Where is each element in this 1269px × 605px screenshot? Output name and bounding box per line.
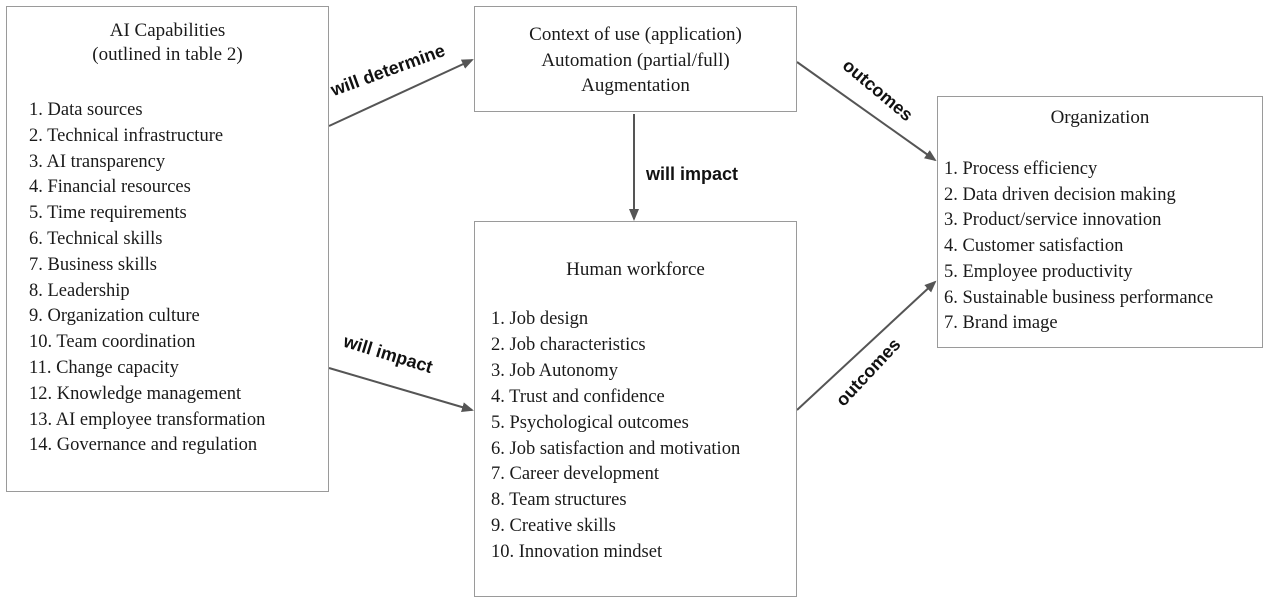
arrow-human-to-organization [796, 280, 937, 411]
list-item: 10. Team coordination [29, 332, 196, 353]
arrow-ai-to-context [328, 59, 474, 127]
list-item: 1. Process efficiency [944, 159, 1098, 179]
human-workforce-title: Human workforce [566, 259, 705, 280]
context-line-augmentation: Augmentation [581, 75, 690, 96]
list-item: 3. Job Autonomy [491, 360, 618, 381]
list-item: 2. Technical infrastructure [29, 125, 224, 146]
arrow-context-to-organization [796, 61, 937, 162]
human-workforce-list: 1. Job design 2. Job characteristics 3. … [491, 307, 740, 566]
list-item: 7. Business skills [29, 254, 157, 275]
list-item: 3. Product/service innovation [944, 210, 1162, 231]
list-item: 7. Brand image [944, 313, 1058, 334]
list-item: 11. Change capacity [29, 357, 179, 378]
human-workforce-box: Human workforce 1. Job design 2. Job cha… [474, 221, 797, 597]
list-item: 10. Innovation mindset [491, 542, 663, 563]
organization-title: Organization [1050, 107, 1150, 128]
ai-capabilities-title: AI Capabilities (outlined in table 2) [7, 19, 328, 67]
list-item: 5. Psychological outcomes [491, 412, 689, 433]
list-item: 5. Time requirements [29, 203, 187, 224]
list-item: 2. Job characteristics [491, 334, 646, 355]
list-item: 1. Job design [491, 309, 589, 329]
list-item: 6. Technical skills [29, 228, 163, 249]
organization-list: 1. Process efficiency 2. Data driven dec… [944, 157, 1213, 337]
list-item: 7. Career development [491, 464, 659, 485]
ai-capabilities-title-line1: AI Capabilities [109, 20, 226, 41]
ai-capabilities-box: AI Capabilities (outlined in table 2) 1.… [6, 6, 329, 492]
will-impact-vertical-label: will impact [646, 164, 739, 184]
list-item: 4. Customer satisfaction [944, 236, 1124, 257]
list-item: 4. Financial resources [29, 177, 191, 198]
list-item: 8. Leadership [29, 280, 130, 301]
ai-capabilities-title-line2: (outlined in table 2) [92, 44, 243, 65]
list-item: 4. Trust and confidence [491, 386, 665, 407]
list-item: 5. Employee productivity [944, 261, 1133, 282]
list-item: 2. Data driven decision making [944, 184, 1176, 205]
arrow-ai-to-human [328, 367, 474, 412]
list-item: 9. Creative skills [491, 516, 616, 537]
list-item: 14. Governance and regulation [29, 435, 258, 456]
list-item: 8. Team structures [491, 490, 627, 511]
context-line-automation: Automation (partial/full) [541, 49, 730, 71]
organization-box: Organization 1. Process efficiency 2. Da… [937, 96, 1263, 348]
list-item: 6. Job satisfaction and motivation [491, 438, 741, 459]
list-item: 3. AI transparency [29, 151, 166, 172]
context-of-use-box: Context of use (application) Automation … [474, 6, 797, 112]
list-item: 13. AI employee transformation [29, 409, 266, 430]
list-item: 12. Knowledge management [29, 383, 242, 404]
list-item: 1. Data sources [29, 100, 143, 120]
ai-capabilities-list: 1. Data sources 2. Technical infrastruct… [29, 98, 265, 459]
list-item: 6. Sustainable business performance [944, 287, 1214, 308]
context-line-application: Context of use (application) [529, 24, 742, 45]
list-item: 9. Organization culture [29, 306, 200, 327]
